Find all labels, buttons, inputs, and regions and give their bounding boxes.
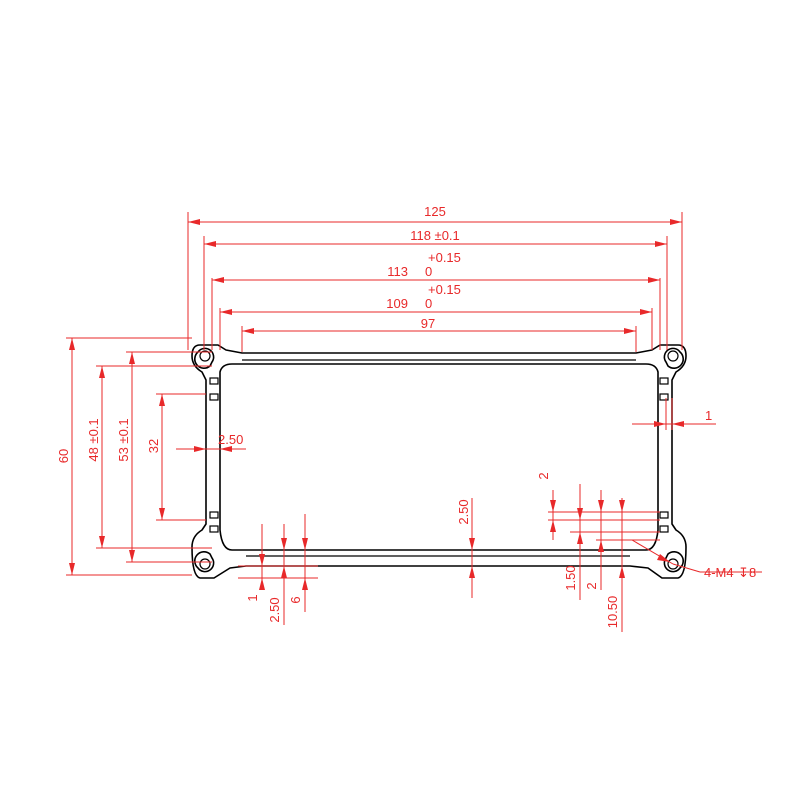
label-screw-depth: 8 — [749, 565, 756, 580]
dim-width-118: 118 ±0.1 — [204, 228, 667, 247]
dim-overall-width: 125 — [188, 204, 682, 225]
dim-width-109: 109 +0.15 0 — [220, 282, 652, 315]
label-109: 109 — [386, 296, 408, 311]
dim-height-53: 53 ±0.1 — [116, 352, 135, 562]
label-screw-thread: 4-M4 — [704, 565, 734, 580]
label-113: 113 — [387, 264, 408, 279]
screw-boss-top-right — [663, 347, 684, 369]
label-60: 60 — [56, 449, 71, 463]
dim-screw-callout: 4-M4 ↧ 8 — [631, 539, 762, 580]
screw-hole-bottom-left — [199, 558, 211, 570]
dim-wall-left: 2.50 — [176, 432, 246, 452]
label-97: 97 — [421, 316, 435, 331]
dim-bottom-right-group: 2 1.50 2 10.50 — [536, 472, 660, 632]
label-113-tol-upper: +0.15 — [428, 250, 461, 265]
label-2-50-left: 2.50 — [218, 432, 243, 447]
dim-height-60: 60 — [56, 338, 75, 575]
label-groove-10-50: 10.50 — [605, 596, 620, 629]
label-109-tol-lower: 0 — [425, 296, 432, 311]
dim-width-97: 97 — [242, 316, 636, 334]
label-bottom-6: 6 — [288, 596, 303, 603]
dim-wall-right: 1 — [632, 398, 716, 430]
label-groove-2-top: 2 — [536, 472, 551, 479]
label-48: 48 ±0.1 — [86, 418, 101, 461]
dim-bottom-left-group: 1 2.50 6 — [238, 514, 318, 625]
inner-cavity — [219, 363, 659, 551]
dim-wall-bottom: 2.50 — [456, 498, 475, 598]
screw-boss-bottom-right — [663, 551, 684, 573]
screw-hole-bottom-right — [667, 558, 679, 570]
label-groove-2-bottom: 2 — [584, 582, 599, 589]
depth-symbol-icon: ↧ — [738, 565, 749, 580]
screw-hole-top-right — [667, 350, 679, 362]
label-32: 32 — [146, 439, 161, 453]
pcb-slots-right — [659, 377, 669, 533]
screw-boss-bottom-left — [194, 551, 215, 573]
label-53: 53 ±0.1 — [116, 418, 131, 461]
label-groove-1-50: 1.50 — [563, 565, 578, 590]
pcb-slots-left — [209, 377, 219, 533]
dim-height-48: 48 ±0.1 — [86, 366, 105, 548]
label-2-50-bottom: 2.50 — [456, 499, 471, 524]
screw-boss-top-left — [194, 347, 215, 369]
label-125: 125 — [424, 204, 446, 219]
label-bottom-1: 1 — [245, 594, 260, 601]
dim-width-113: 113 +0.15 0 — [212, 250, 660, 283]
outer-contour — [191, 344, 687, 579]
label-113-tol-lower: 0 — [425, 264, 432, 279]
enclosure-profile — [191, 344, 687, 579]
screw-hole-top-left — [199, 350, 211, 362]
dim-height-32: 32 — [146, 394, 165, 520]
dimension-layer: 125 118 ±0.1 113 +0.15 0 109 +0.15 0 — [56, 204, 762, 632]
label-109-tol-upper: +0.15 — [428, 282, 461, 297]
label-bottom-2-50: 2.50 — [267, 597, 282, 622]
label-1-right: 1 — [705, 408, 712, 423]
label-118: 118 ±0.1 — [410, 228, 460, 243]
